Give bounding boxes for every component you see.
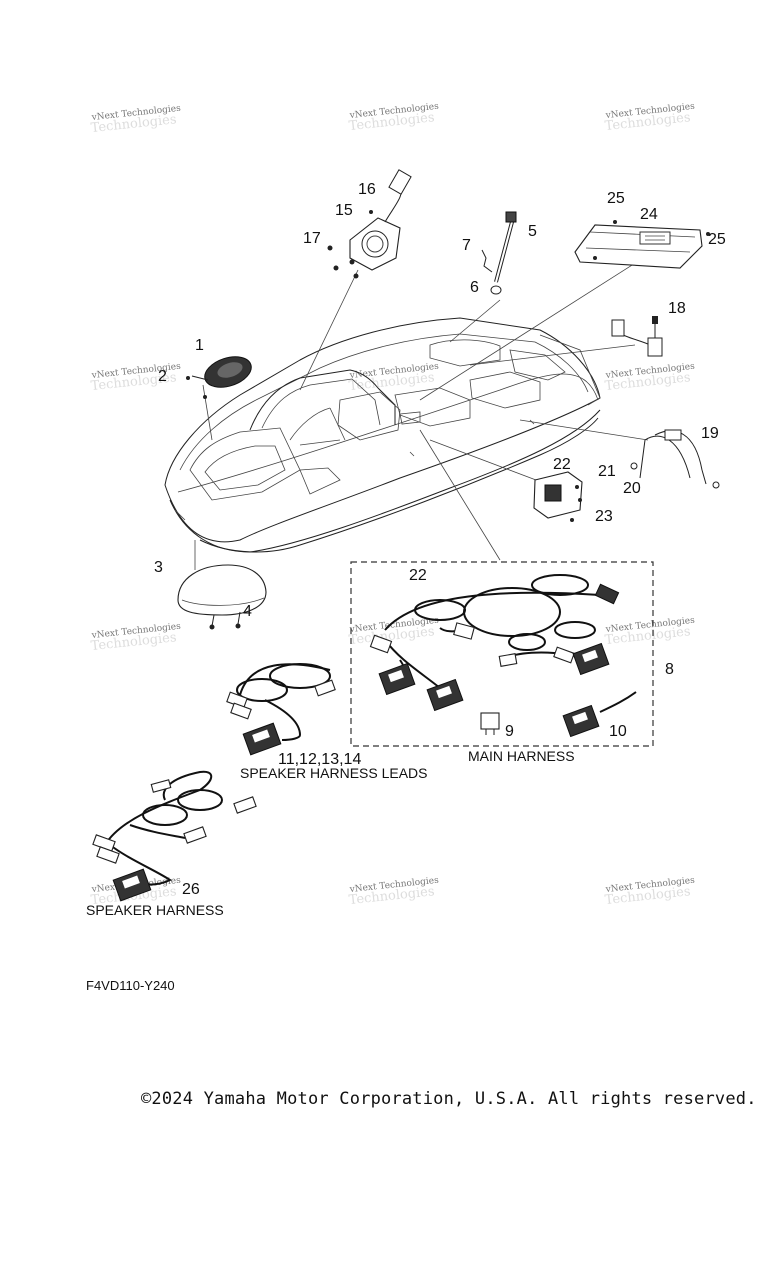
callout-10: 10: [609, 723, 627, 740]
part-module-24: [574, 220, 710, 269]
callout-17: 17: [303, 230, 321, 247]
speaker-harness-leads: [226, 663, 336, 756]
part-speaker-1: [186, 356, 252, 399]
callout-15: 15: [335, 202, 353, 219]
callout-11-14: 11,12,13,14: [278, 751, 361, 768]
callout-16: 16: [358, 181, 376, 198]
caption-speaker-harness-leads: SPEAKER HARNESS LEADS: [240, 765, 428, 781]
main-harness-group: [350, 561, 654, 747]
part-bracket-19: [630, 429, 720, 489]
callout-numbers: 1 2 3 4 5 6 7 8 9 10 11,12,13,14 15 16 1…: [154, 181, 726, 898]
callout-6: 6: [470, 279, 479, 296]
callout-2: 2: [158, 368, 167, 385]
caption-speaker-harness: SPEAKER HARNESS: [86, 902, 224, 918]
diagram-code: F4VD110-Y240: [86, 978, 175, 993]
callout-25-b: 25: [708, 231, 726, 248]
leader-lines: [194, 259, 649, 570]
callout-19: 19: [701, 425, 719, 442]
callout-3: 3: [154, 559, 163, 576]
copyright-notice: ©2024 Yamaha Motor Corporation, U.S.A. A…: [141, 1089, 757, 1109]
callout-5: 5: [528, 223, 537, 240]
part-junction-22: [533, 471, 583, 522]
caption-main-harness: MAIN HARNESS: [468, 748, 575, 764]
callout-9: 9: [505, 723, 514, 740]
callout-25: 25: [607, 190, 625, 207]
part-rod-5: [481, 211, 517, 295]
callout-18: 18: [668, 300, 686, 317]
callout-24: 24: [640, 206, 658, 223]
callout-23: 23: [595, 508, 613, 525]
callout-4: 4: [243, 603, 252, 620]
boat-hull: [164, 317, 601, 553]
speaker-harness: [92, 770, 257, 902]
part-gauge-15: [327, 169, 412, 279]
callout-26: 26: [182, 881, 200, 898]
callout-22-harness: 22: [409, 567, 427, 584]
callout-21: 21: [598, 463, 616, 480]
callout-1: 1: [195, 337, 204, 354]
callout-7: 7: [462, 237, 471, 254]
part-cover-3: [177, 564, 267, 630]
callout-22: 22: [553, 456, 571, 473]
part-sensor-18: [611, 316, 663, 357]
callout-8: 8: [665, 661, 674, 678]
callout-20: 20: [623, 480, 641, 497]
